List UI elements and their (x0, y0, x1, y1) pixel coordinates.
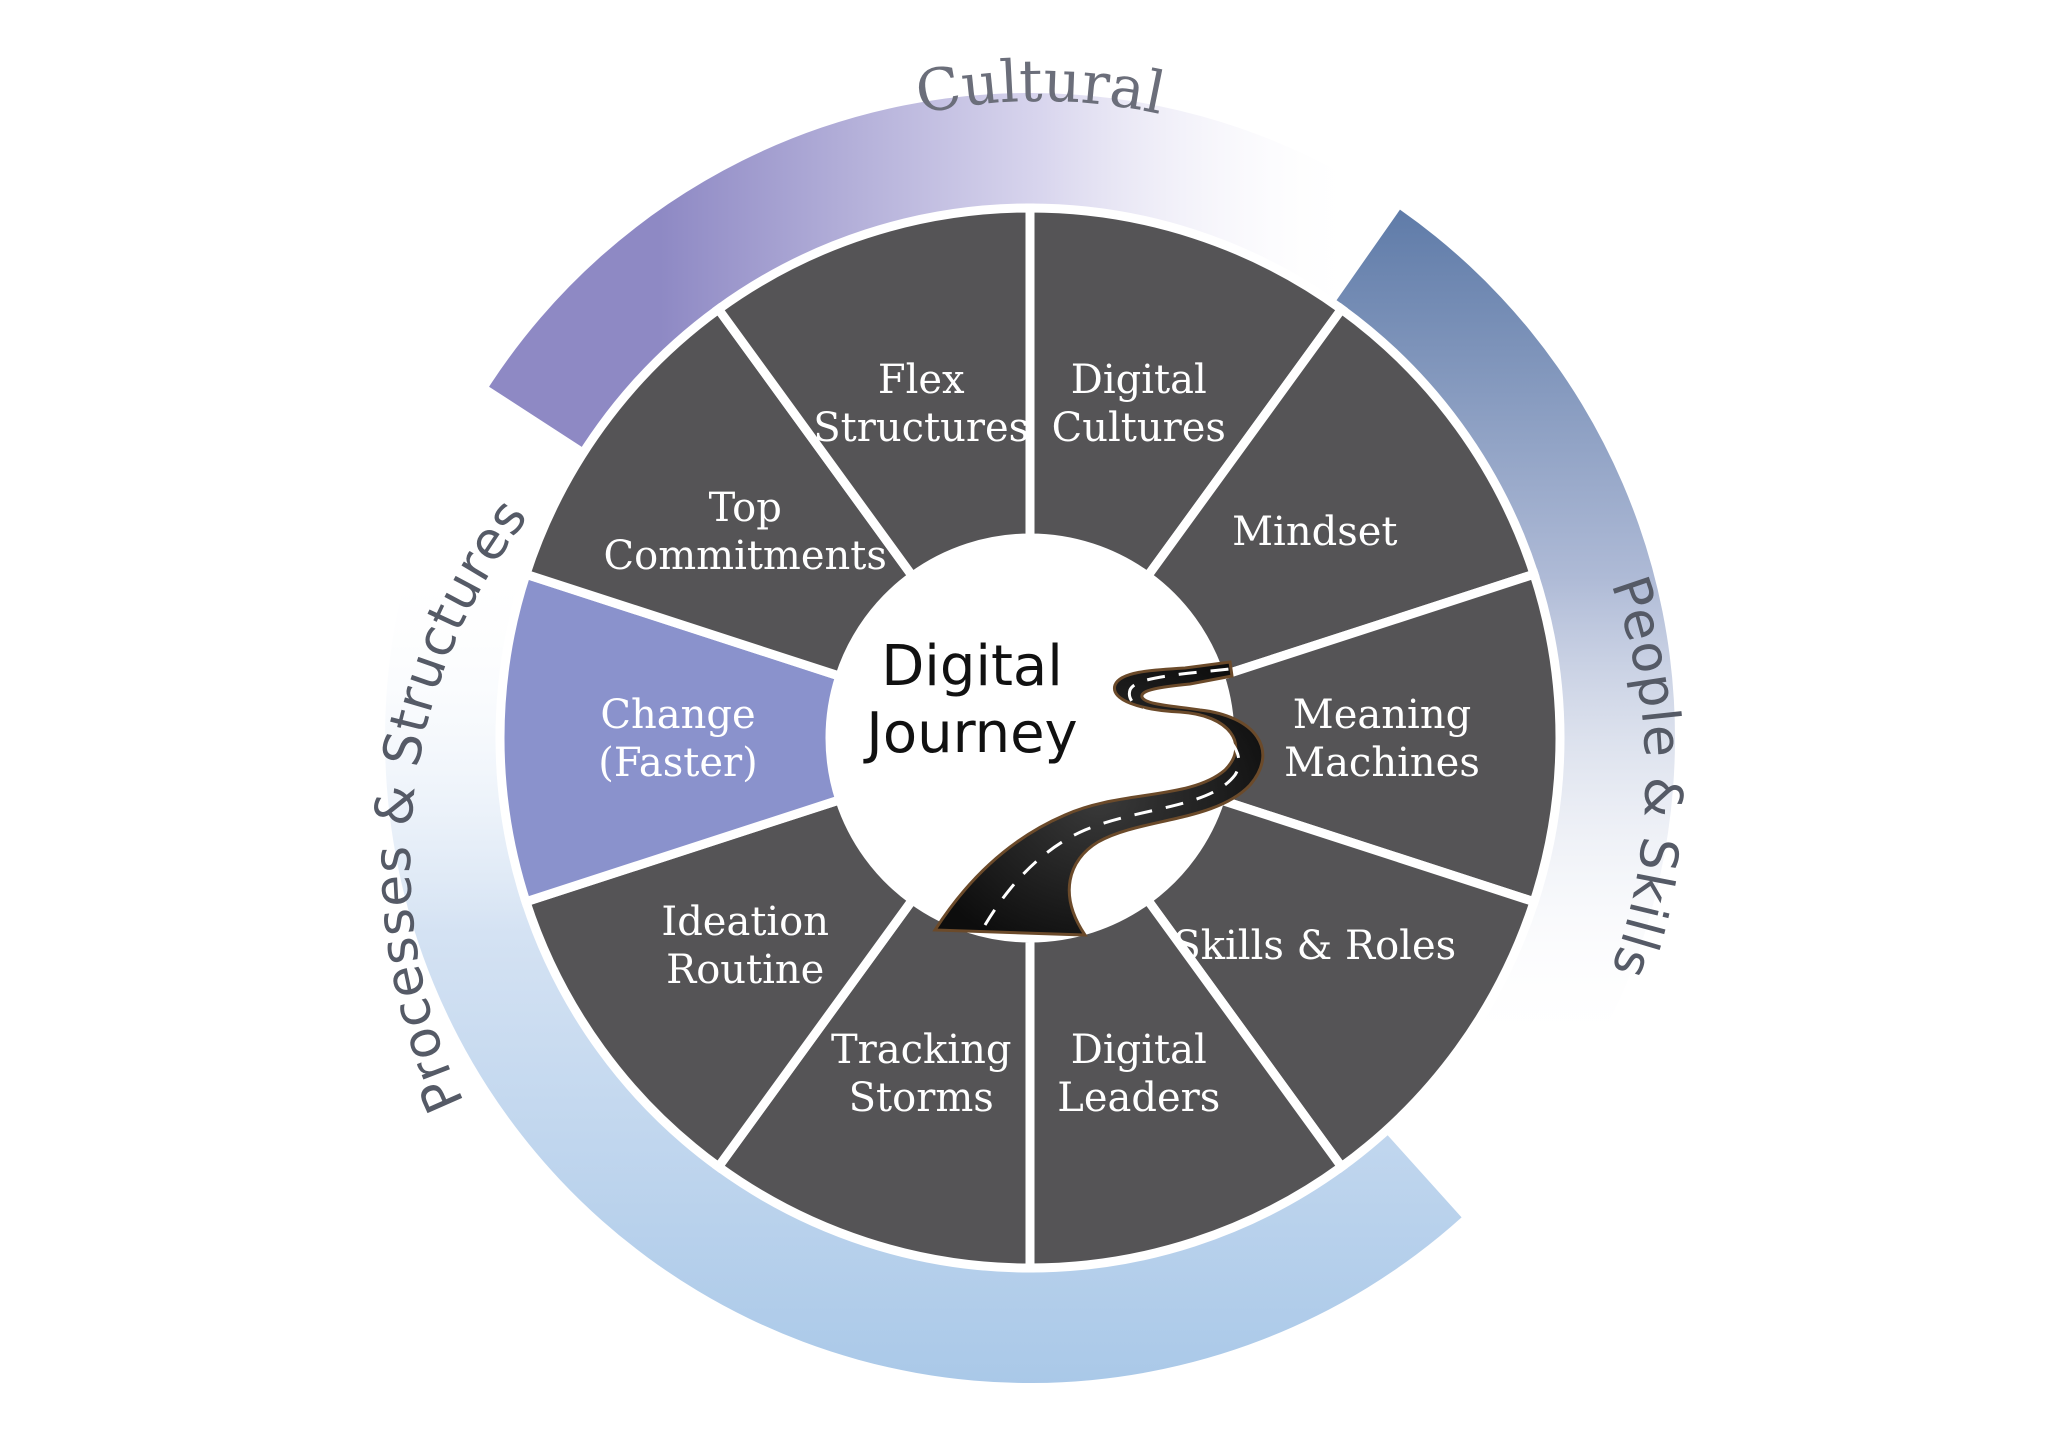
segment-mindset (1141, 302, 1540, 682)
cultural-band (489, 92, 1615, 527)
segment-label-top-commitments-2: Commitments (604, 533, 887, 579)
cultural-label: Cultural (910, 47, 1170, 128)
segment-label-digital-leaders-1: Digital (1071, 1027, 1207, 1073)
segment-label-ideation-routine-2: Routine (666, 947, 824, 993)
segment-label-tracking-storms-1: Tracking (831, 1027, 1011, 1073)
segment-label-change-faster-2: (Faster) (598, 740, 758, 786)
segment-label-meaning-machines-2: Machines (1284, 740, 1480, 786)
segment-label-digital-leaders-2: Leaders (1057, 1075, 1220, 1121)
segment-label-digital-cultures-2: Cultures (1052, 405, 1226, 451)
segment-ideation-routine (520, 794, 919, 1174)
cultural-label-path: Cultural (910, 47, 1170, 128)
people-skills-band (1184, 209, 1675, 1352)
center-title-line2: Journey (863, 701, 1077, 766)
segment-label-tracking-storms-2: Storms (849, 1075, 994, 1121)
segment-label-flex-structures-2: Structures (813, 405, 1029, 451)
processes-structures-band (385, 368, 1462, 1383)
center-title-line1: Digital (881, 634, 1063, 699)
segment-top-commitments (520, 302, 919, 682)
segment-label-mindset-1: Mindset (1232, 509, 1397, 555)
segment-label-skills-roles-1: Skills & Roles (1173, 923, 1456, 969)
segment-digital-cultures (1025, 203, 1348, 583)
wheel-segments: DigitalCulturesMindsetMeaningMachinesSki… (495, 203, 1565, 1273)
segment-label-digital-cultures-1: Digital (1071, 357, 1207, 403)
segment-label-meaning-machines-1: Meaning (1293, 692, 1471, 738)
segment-label-flex-structures-1: Flex (878, 357, 965, 403)
segment-label-top-commitments-1: Top (709, 485, 782, 531)
segment-digital-leaders (1025, 893, 1348, 1273)
segment-flex-structures (712, 203, 1035, 583)
segment-skills-roles (1141, 794, 1540, 1174)
outer-bands (385, 92, 1675, 1383)
center-circle (834, 542, 1226, 934)
road-icon (932, 660, 1265, 937)
segment-label-ideation-routine-1: Ideation (661, 899, 829, 945)
center-hub: Digital Journey (834, 542, 1265, 937)
segment-label-change-faster-1: Change (600, 692, 755, 738)
segment-change-faster (495, 568, 846, 908)
